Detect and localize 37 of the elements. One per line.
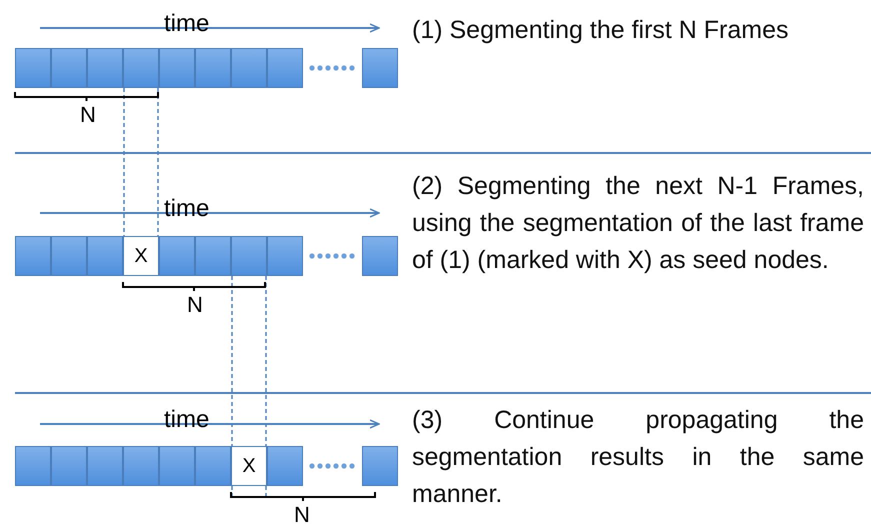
dashed-guide-line — [157, 88, 159, 236]
frame-box — [362, 48, 398, 88]
frame-box — [87, 446, 123, 486]
frame-box — [87, 236, 123, 276]
frame-box — [15, 48, 51, 88]
marked-frame: X — [123, 236, 159, 276]
dashed-guide-line — [123, 88, 125, 236]
frame-box — [195, 48, 231, 88]
frame-box — [123, 48, 159, 88]
frame-box — [15, 446, 51, 486]
frame-box — [51, 48, 87, 88]
frame-box — [159, 446, 195, 486]
n-label: N — [187, 294, 203, 316]
frame-box — [267, 48, 303, 88]
frame-box — [87, 48, 123, 88]
frame-box — [15, 236, 51, 276]
frame-box — [231, 48, 267, 88]
n-label: N — [80, 104, 96, 126]
marked-frame: X — [231, 446, 267, 486]
frame-box — [195, 446, 231, 486]
frame-box — [362, 236, 398, 276]
step-description: (2) Segmenting the next N-1 Frames, using the segmentation of the last frame of (1) (marked with X) as seed nodes. — [412, 171, 864, 276]
dashed-guide-line — [265, 276, 267, 446]
n-label: N — [294, 504, 310, 526]
frame-box — [159, 236, 195, 276]
frame-box — [267, 236, 303, 276]
frame-box — [231, 236, 267, 276]
frame-box — [267, 446, 303, 486]
frame-box — [51, 236, 87, 276]
frame-box — [362, 446, 398, 486]
step-description: (3) Continue propagating the segmentation results in the same manner. — [412, 405, 864, 510]
step-description: (1) Segmenting the first N Frames — [412, 15, 790, 46]
dashed-guide-line — [231, 276, 233, 446]
frame-box — [195, 236, 231, 276]
frame-box — [51, 446, 87, 486]
frame-box — [123, 446, 159, 486]
frame-box — [159, 48, 195, 88]
